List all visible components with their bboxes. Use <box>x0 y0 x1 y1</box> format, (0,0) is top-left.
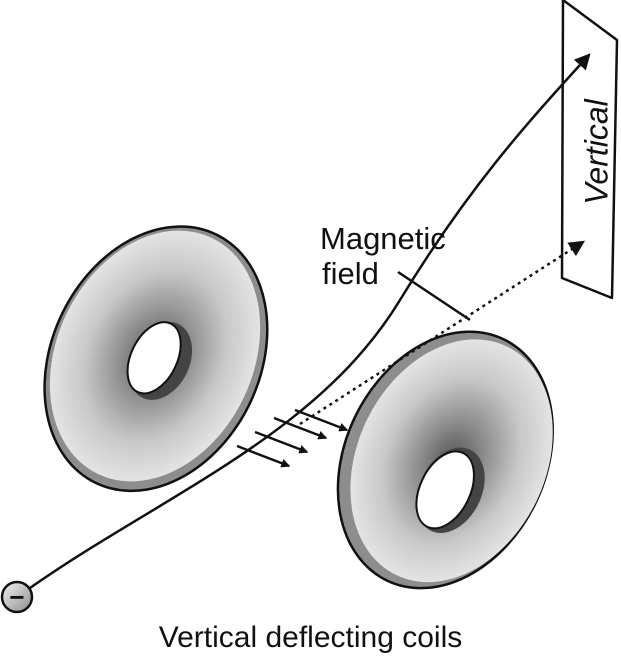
undeflected-beam-path <box>299 240 586 426</box>
field-arrow <box>294 408 349 432</box>
electron: − <box>0 580 34 614</box>
field-arrow <box>236 444 291 468</box>
field-arrow <box>273 416 328 440</box>
vertical-screen <box>560 0 619 300</box>
lower-coil <box>336 330 554 590</box>
field-arrow <box>254 430 309 454</box>
lower-coil-hole <box>415 450 475 530</box>
screen-label: Vertical <box>578 99 615 205</box>
deflected-beam-path <box>15 53 591 600</box>
magnetic-field-label-line1: Magnetic <box>320 221 446 256</box>
upper-coil <box>43 225 269 493</box>
upper-coil-hole <box>126 321 182 395</box>
magnetic-field-label-line2: field <box>322 256 379 291</box>
diagram-caption: Vertical deflecting coils <box>158 621 463 654</box>
field-leader-line <box>397 270 471 322</box>
magnetic-field-arrows <box>236 408 349 468</box>
electron-ball <box>0 580 34 614</box>
electron-sign: − <box>9 582 24 612</box>
